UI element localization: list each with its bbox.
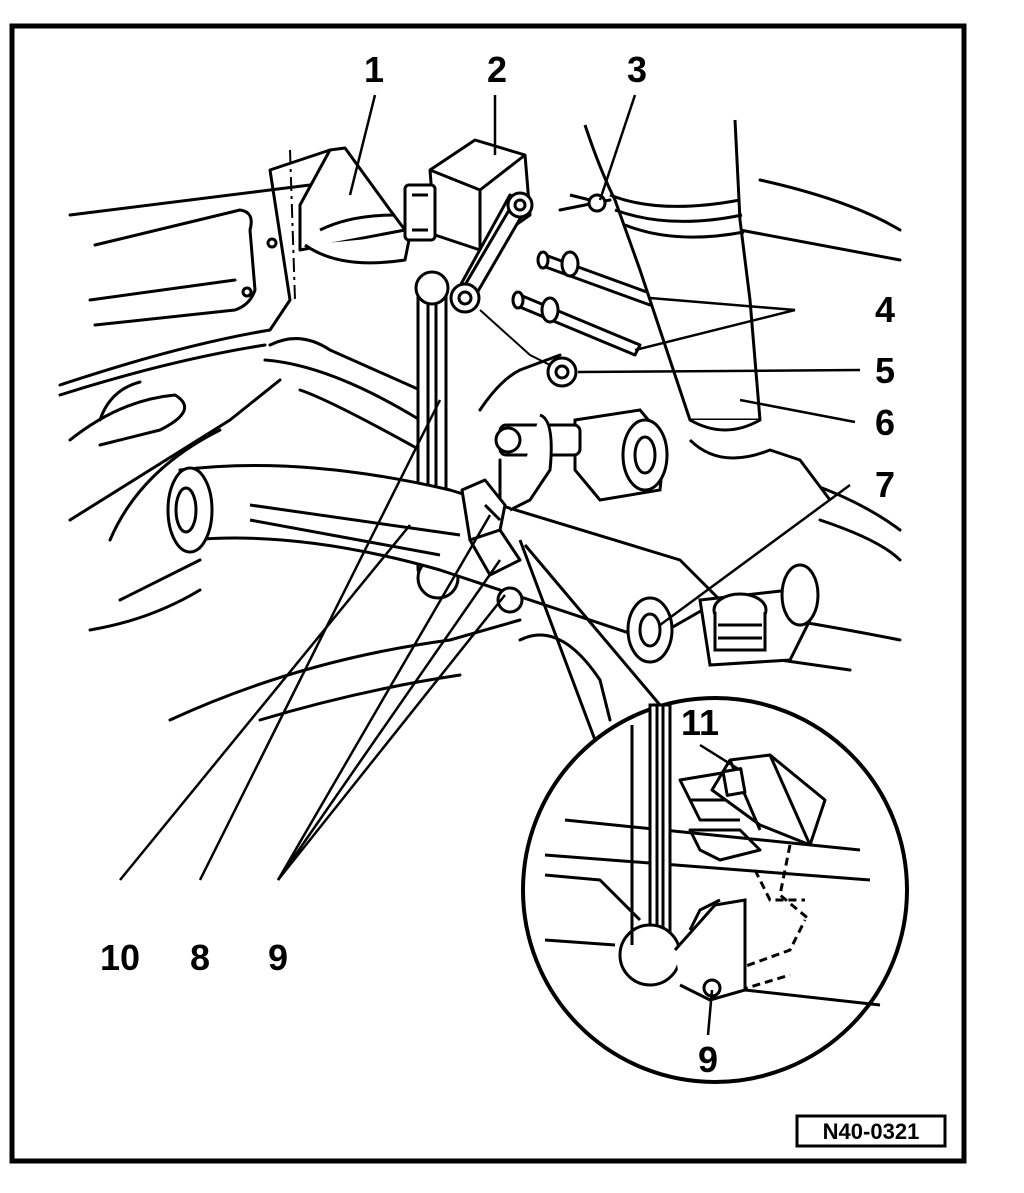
detail-cone-left xyxy=(518,539,597,741)
arm-bushing xyxy=(494,408,669,512)
callout-3: 3 xyxy=(627,49,647,90)
callout-4: 4 xyxy=(875,289,895,330)
callout-2: 2 xyxy=(487,49,507,90)
callout-9: 9 xyxy=(268,937,288,978)
mounting-pins xyxy=(511,250,657,357)
callout-10: 10 xyxy=(100,937,140,978)
reference-code-box xyxy=(795,1114,947,1148)
callout-7: 7 xyxy=(875,464,895,505)
rear-bushing xyxy=(626,563,820,667)
mounting-bracket xyxy=(298,146,412,265)
lower-control-arm xyxy=(166,464,722,642)
retaining-clip xyxy=(460,478,524,614)
callout-9-detail: 9 xyxy=(698,1039,718,1080)
nut-leader-path xyxy=(479,309,551,366)
callout-6: 6 xyxy=(875,402,895,443)
hex-nut xyxy=(546,356,578,388)
detail-view xyxy=(518,539,909,1084)
sensor-arm xyxy=(449,191,534,314)
callout-8: 8 xyxy=(190,937,210,978)
reference-code: N40-0321 xyxy=(823,1119,920,1144)
chassis-panel xyxy=(58,148,902,722)
bolt xyxy=(569,193,607,213)
callout-11: 11 xyxy=(681,702,719,743)
callout-1: 1 xyxy=(364,49,384,90)
callout-5: 5 xyxy=(875,350,895,391)
detail-cone-right xyxy=(523,544,662,706)
leader-lines xyxy=(119,94,861,1036)
suspension-strut xyxy=(583,119,832,501)
